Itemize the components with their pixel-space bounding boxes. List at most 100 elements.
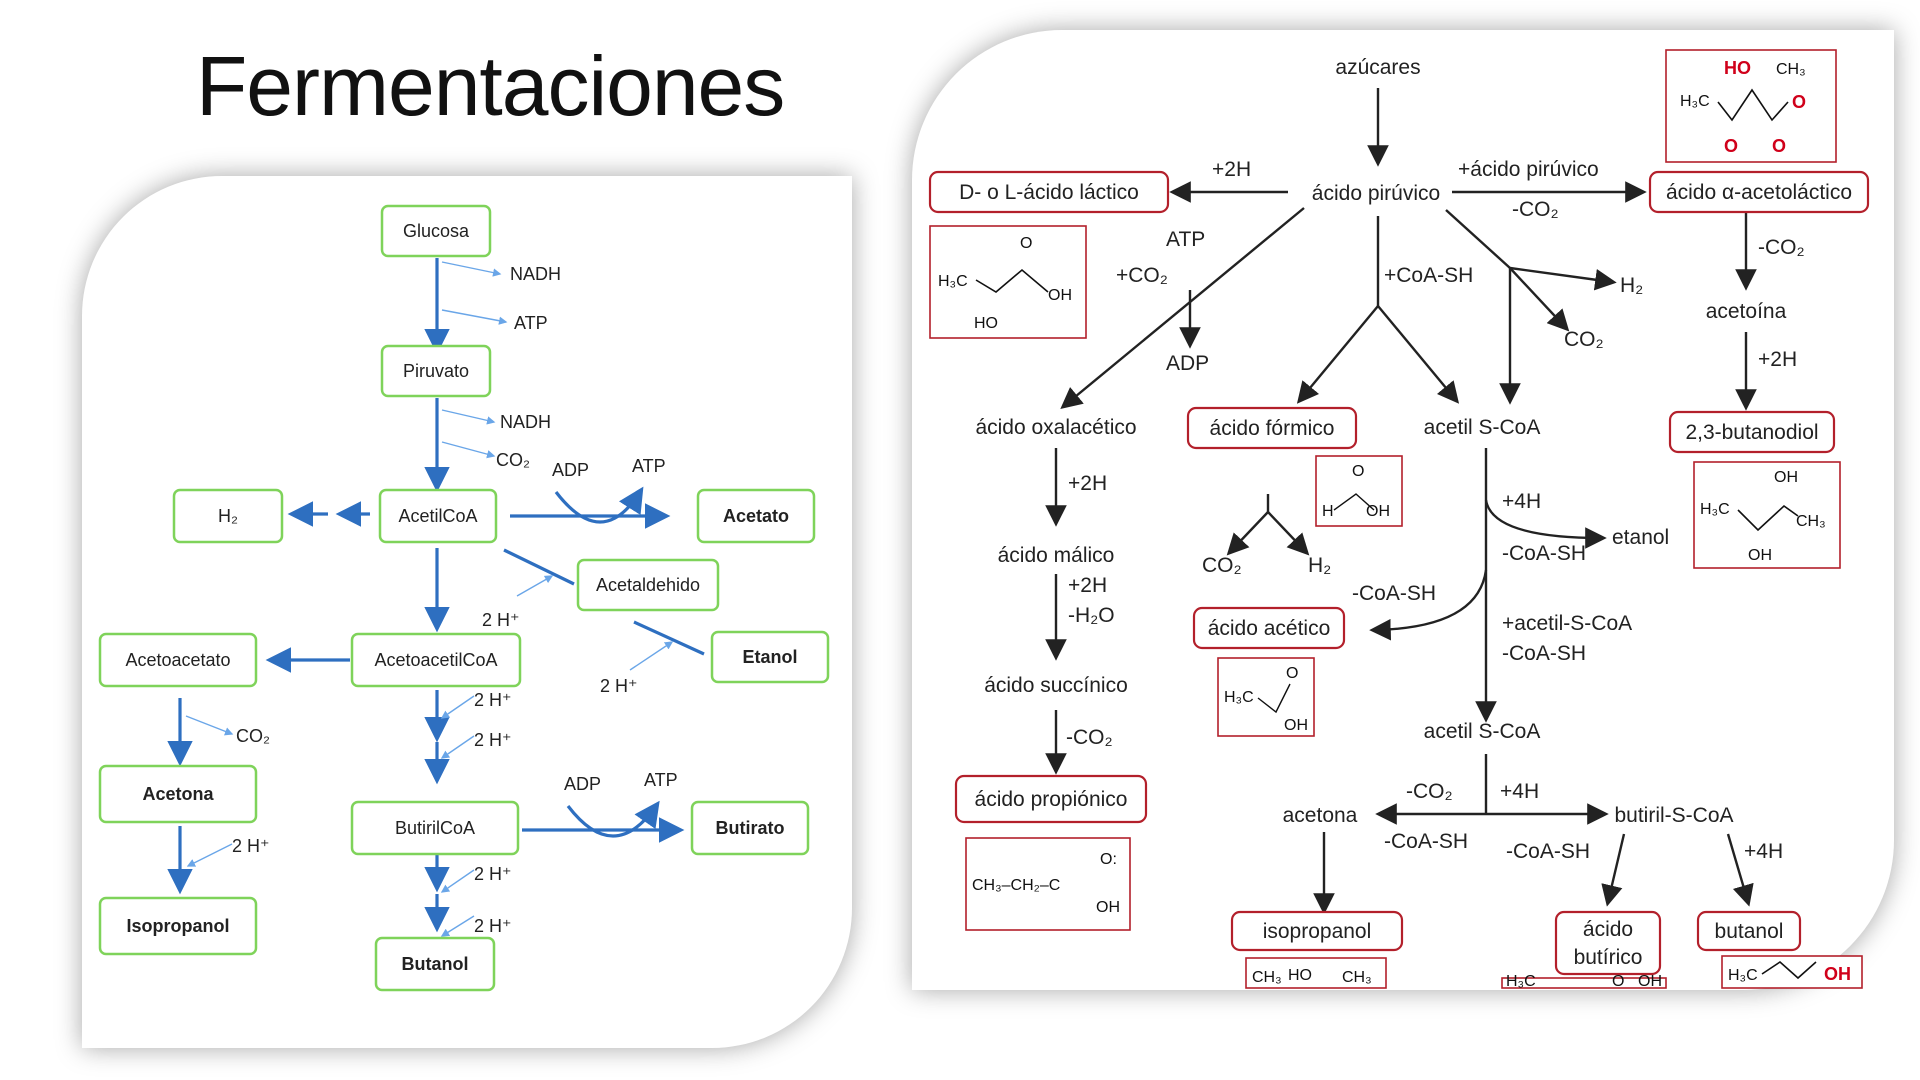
svg-text:CH₃: CH₃ — [1252, 969, 1282, 986]
label-coash: +CoA-SH — [1384, 264, 1473, 287]
label-minus-co2: -CO₂ — [1066, 726, 1113, 749]
node-acetilcoa: AcetilCoA — [378, 488, 498, 544]
structure-butanol: H₃C OH — [1721, 955, 1863, 989]
node-acetona: Acetona — [98, 764, 258, 824]
svg-text:butírico: butírico — [1574, 946, 1643, 969]
cofactor-arrow — [440, 869, 475, 893]
label-2h: 2 H⁺ — [474, 690, 512, 710]
node-acetaldehido: Acetaldehido — [576, 558, 720, 612]
svg-text:H₃C: H₃C — [1224, 689, 1254, 706]
node-acido-piruvico: ácido pirúvico — [1312, 182, 1440, 205]
label-adp: ADP — [1166, 352, 1209, 375]
label-2h: 2 H⁺ — [232, 836, 270, 856]
svg-text:Acetoacetato: Acetoacetato — [125, 650, 230, 670]
cofactor-arrow — [629, 641, 674, 671]
node-butirilcoa: ButirilCoA — [350, 800, 520, 856]
cofactor-arrow — [186, 843, 233, 867]
svg-text:OH: OH — [1048, 287, 1072, 304]
cofactor-arrow — [440, 735, 475, 759]
arrow-to-acetico — [1369, 569, 1488, 641]
node-oxalacetico: ácido oxalacético — [975, 416, 1136, 439]
svg-text:AcetilCoA: AcetilCoA — [398, 506, 477, 526]
left-diagram-panel: Glucosa Piruvato AcetilCoA H₂ Acetato Ac… — [82, 176, 852, 1048]
svg-text:O: O — [1286, 665, 1298, 682]
svg-text:O: O — [1724, 136, 1738, 156]
structure-acetic: O H₃C OH — [1217, 657, 1315, 737]
svg-text:HO: HO — [1724, 58, 1751, 78]
label-minus-co2: -CO₂ — [1758, 236, 1805, 259]
svg-text:HO: HO — [974, 315, 998, 332]
label-co2: CO₂ — [1564, 328, 1604, 351]
node-succinico: ácido succínico — [984, 674, 1128, 697]
svg-text:O: O — [1352, 463, 1364, 480]
arrow-to-formico — [1296, 305, 1379, 404]
node-isopropanol: isopropanol — [1230, 910, 1404, 952]
svg-text:Etanol: Etanol — [742, 647, 797, 667]
label-nadh: NADH — [500, 412, 551, 432]
node-butanodiol: 2,3-butanodiol — [1668, 410, 1836, 454]
label-plus2h: +2H — [1212, 158, 1251, 181]
node-acetoina: acetoína — [1706, 300, 1787, 323]
svg-text:O: O — [1612, 973, 1624, 990]
label-minus-coash: -CoA-SH — [1502, 642, 1586, 665]
label-atp: ATP — [514, 313, 548, 333]
label-co2: CO₂ — [496, 450, 530, 470]
svg-text:O:: O: — [1100, 851, 1117, 868]
svg-text:AcetoacetilCoA: AcetoacetilCoA — [374, 650, 497, 670]
node-acetoacetato: Acetoacetato — [98, 632, 258, 688]
label-plus2h: +2H — [1758, 348, 1797, 371]
node-acetil-scoa: acetil S-CoA — [1424, 416, 1541, 439]
arrow-formico-co2 — [1226, 511, 1269, 556]
arrow-acetaldehido-etanol — [633, 620, 705, 656]
svg-text:ácido fórmico: ácido fórmico — [1210, 417, 1335, 440]
node-butiril-scoa: butiril-S-CoA — [1614, 804, 1733, 827]
node-acetil-scoa-2: acetil S-CoA — [1424, 720, 1541, 743]
svg-text:Isopropanol: Isopropanol — [127, 916, 230, 936]
structure-propionic: CH₃–CH₂–C O: OH — [965, 837, 1131, 931]
arrow-to-h2 — [1509, 266, 1617, 291]
svg-text:CH₃–CH₂–C: CH₃–CH₂–C — [972, 877, 1060, 894]
label-2h: 2 H⁺ — [474, 730, 512, 750]
svg-text:Piruvato: Piruvato — [403, 361, 469, 381]
node-etanol: etanol — [1612, 526, 1669, 549]
label-minus-co2: -CO₂ — [1406, 780, 1453, 803]
arrow-butiril-butanol — [1726, 833, 1754, 907]
cofactor-arrow — [440, 695, 475, 719]
left-pathway-diagram: Glucosa Piruvato AcetilCoA H₂ Acetato Ac… — [98, 204, 830, 992]
label-co2: CO₂ — [236, 726, 270, 746]
svg-text:OH: OH — [1096, 899, 1120, 916]
node-propionico: ácido propiónico — [954, 774, 1148, 824]
structure-formic: O H OH — [1315, 455, 1403, 527]
label-2h: 2 H⁺ — [600, 676, 638, 696]
structure-acetolactic: HO CH₃ H₃C O O O — [1665, 49, 1837, 163]
label-2h: 2 H⁺ — [474, 864, 512, 884]
node-azucares: azúcares — [1335, 56, 1420, 79]
svg-text:O: O — [1792, 92, 1806, 112]
label-atp: ATP — [1166, 228, 1205, 251]
arrow-butiril-butirico — [1601, 833, 1626, 907]
svg-text:OH: OH — [1366, 503, 1390, 520]
label-atp: ATP — [632, 456, 666, 476]
label-plus4h: +4H — [1744, 840, 1783, 863]
cofactor-arrow — [441, 309, 508, 325]
label-plus2h: +2H — [1068, 574, 1107, 597]
cofactor-arrow — [440, 915, 475, 937]
svg-text:ácido acético: ácido acético — [1208, 617, 1331, 640]
cofactor-arrow — [441, 441, 496, 459]
label-h2: H₂ — [1308, 554, 1331, 577]
node-formico: ácido fórmico — [1186, 406, 1358, 450]
adp-atp-curve-2 — [566, 800, 660, 838]
label-plus2h: +2H — [1068, 472, 1107, 495]
right-diagram-panel: azúcares ácido pirúvico D- o L-ácido lác… — [912, 30, 1894, 990]
cofactor-arrow — [516, 575, 554, 597]
svg-text:Acetato: Acetato — [723, 506, 789, 526]
label-atp: ATP — [644, 770, 678, 790]
svg-text:ácido α-acetoláctico: ácido α-acetoláctico — [1666, 181, 1852, 204]
label-h2: H₂ — [1620, 274, 1643, 297]
label-2h: 2 H⁺ — [474, 916, 512, 936]
node-acetico: ácido acético — [1192, 606, 1346, 650]
svg-text:OH: OH — [1748, 547, 1772, 564]
node-butirato: Butirato — [690, 800, 810, 856]
label-co2: CO₂ — [1202, 554, 1242, 577]
structure-butanediol: OH H₃C CH₃ OH — [1693, 461, 1841, 569]
